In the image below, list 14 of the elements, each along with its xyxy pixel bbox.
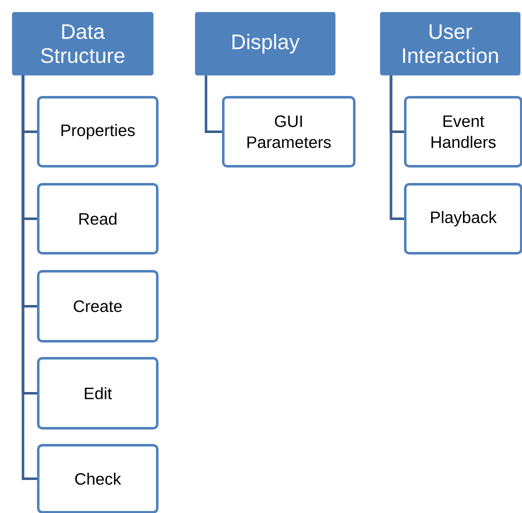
item-box: GUI Parameters (222, 96, 356, 168)
item-box: Edit (37, 357, 158, 430)
item-box: Properties (37, 96, 158, 168)
item-box: Read (37, 183, 158, 254)
item-box: Playback (404, 183, 522, 254)
header-box: Data Structure (12, 12, 154, 76)
connector-line (22, 75, 37, 480)
connector-line (390, 75, 404, 220)
header-box: Display (195, 12, 336, 76)
connector-line (204, 75, 222, 133)
item-box: Check (37, 444, 158, 513)
item-box: Event Handlers (404, 96, 522, 168)
header-box: User Interaction (380, 12, 520, 76)
item-box: Create (37, 270, 158, 342)
